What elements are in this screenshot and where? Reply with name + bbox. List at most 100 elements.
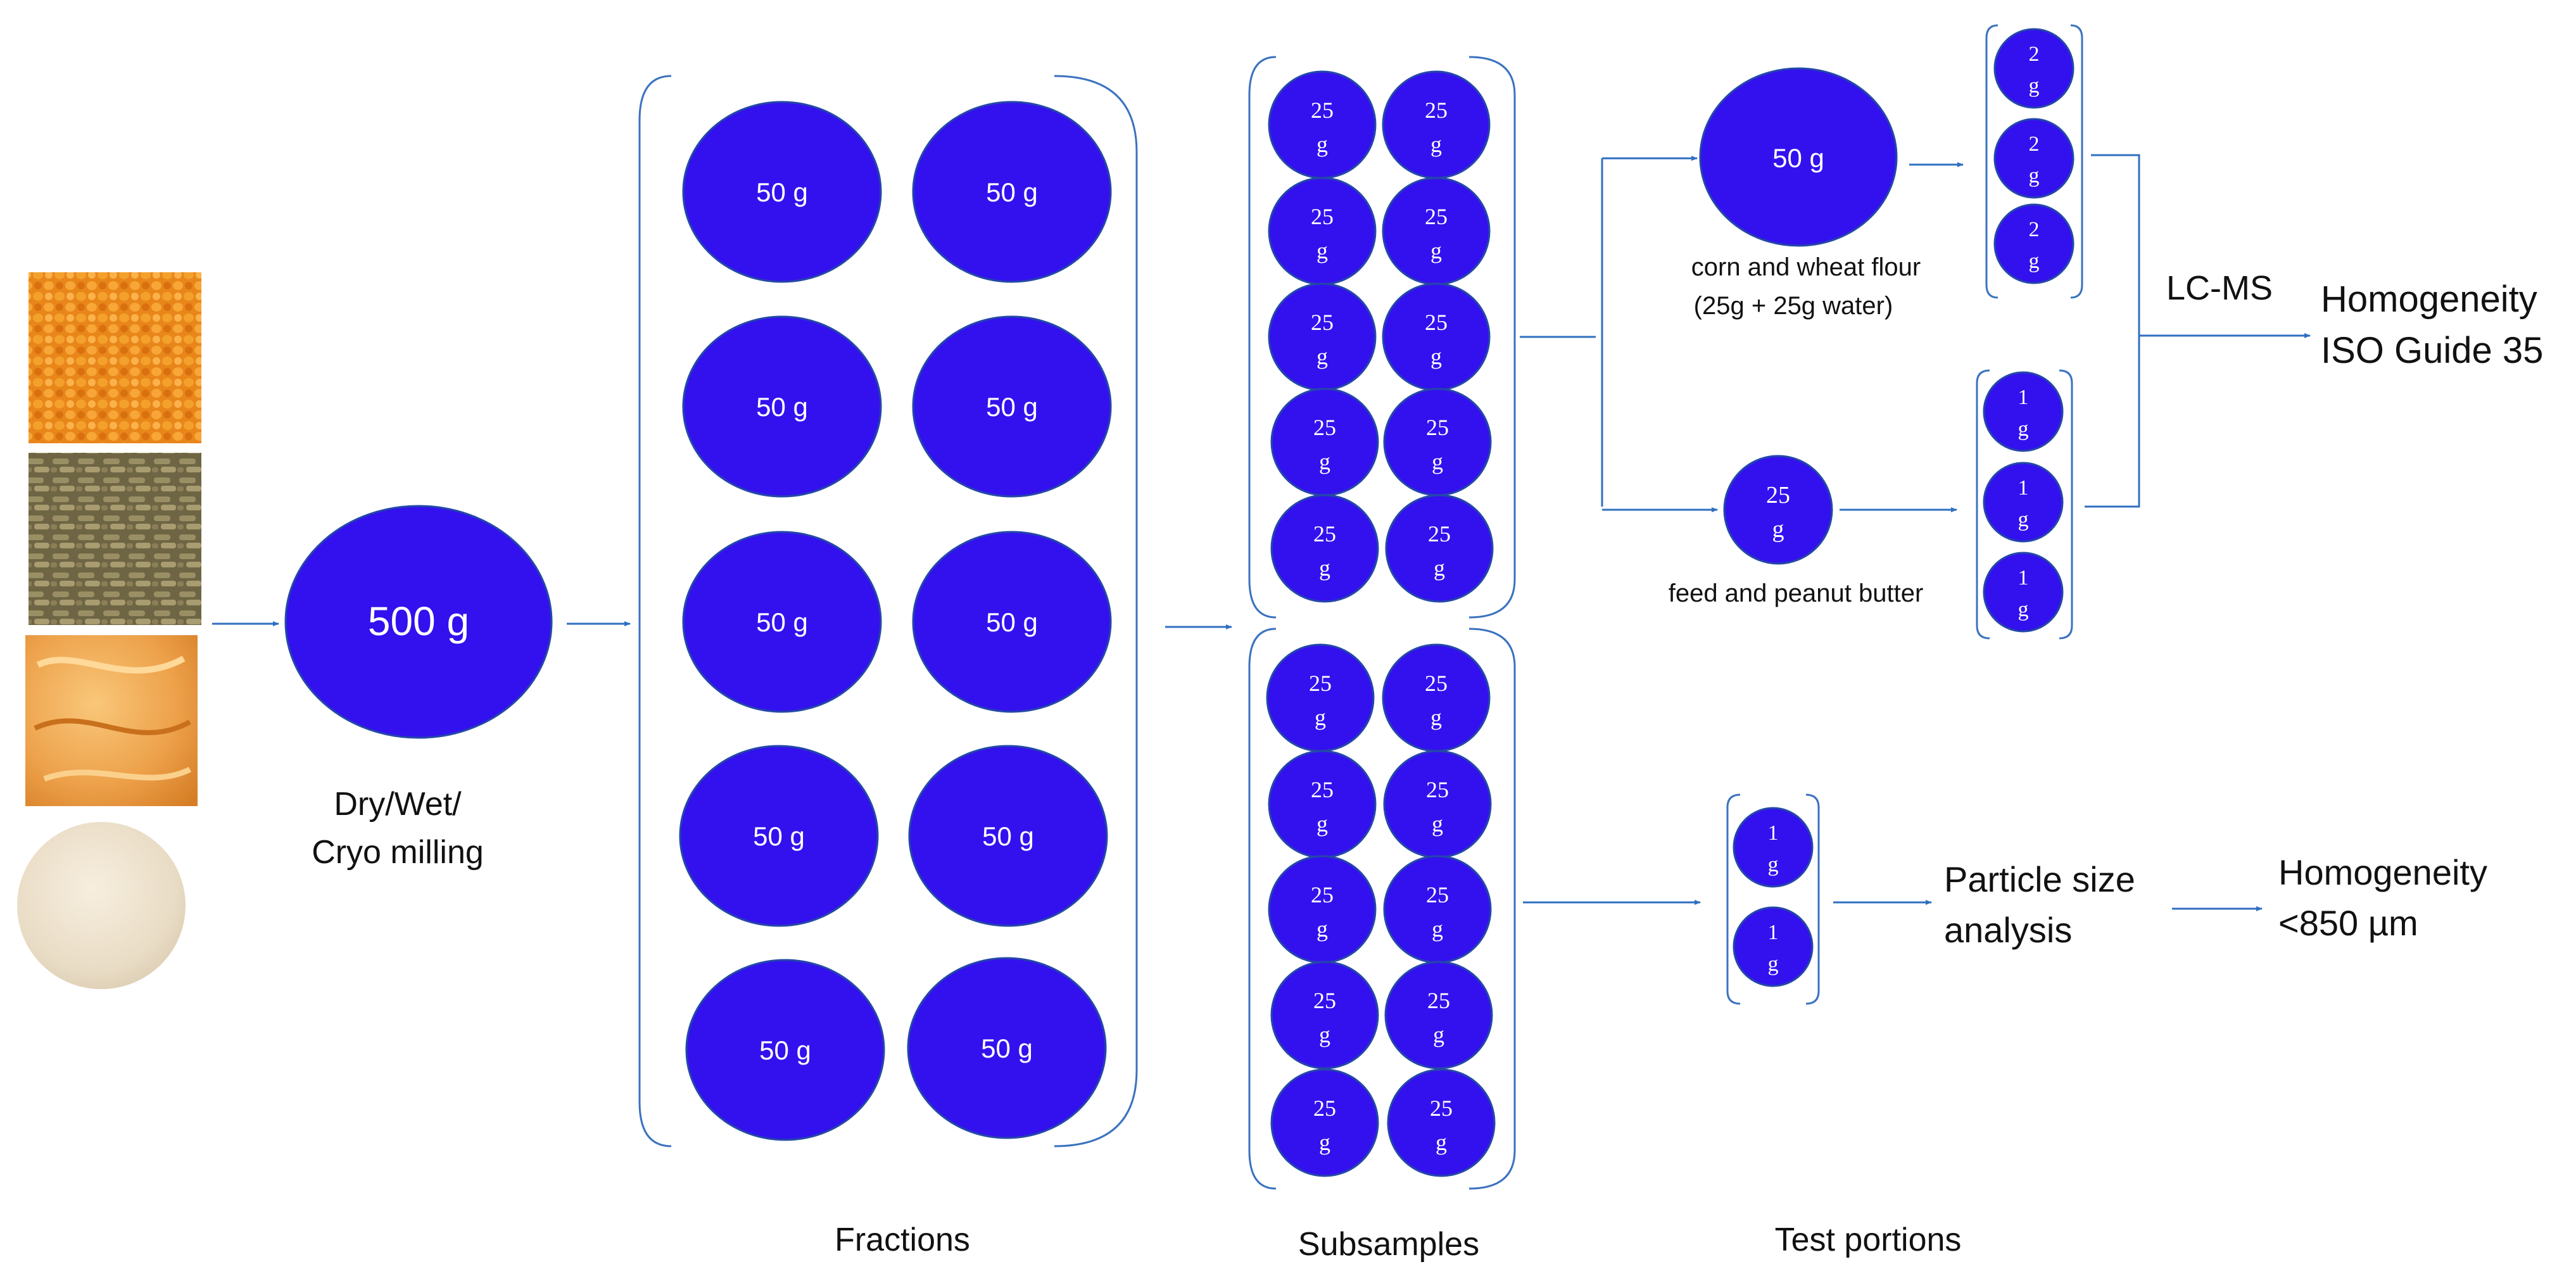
svg-text:1: 1	[1768, 821, 1779, 845]
subsample-item: 25 g	[1384, 961, 1493, 1070]
branch-b-value-bottom: g	[1772, 516, 1784, 543]
svg-text:25: 25	[1427, 988, 1450, 1013]
subsample-item: 25g	[1270, 961, 1379, 1070]
svg-text:g: g	[2029, 164, 2040, 187]
fraction-item: 50 g	[912, 101, 1112, 283]
particle-line1: Particle size	[1944, 859, 2135, 899]
subsample-item: 25 g	[1268, 177, 1377, 286]
subsample-top-bracket-right	[1468, 56, 1516, 619]
fractions-bracket-right	[1054, 75, 1138, 1147]
fractions-grid: 50 g 50 g 50 g 50 g 50 g 50 g 50 g 50 g	[679, 101, 1112, 1258]
svg-text:g: g	[1430, 238, 1442, 263]
svg-text:g: g	[2018, 598, 2029, 621]
svg-text:25: 25	[1430, 1096, 1453, 1121]
svg-text:g: g	[1430, 132, 1442, 157]
svg-text:50 g: 50 g	[756, 607, 808, 637]
sample-photos	[17, 272, 201, 989]
fraction-item: 50 g	[682, 531, 882, 713]
svg-text:25: 25	[1313, 1096, 1336, 1121]
subsample-item: 25g	[1382, 282, 1491, 391]
feed-pellets-photo	[28, 453, 201, 625]
subsamples-caption: Subsamples	[1298, 1226, 1479, 1263]
test-portion-item: 2g	[1993, 203, 2074, 284]
flour-photo	[17, 822, 186, 989]
svg-text:g: g	[1436, 1130, 1447, 1155]
test-portion-item: 2g	[1993, 118, 2074, 199]
peanut-butter-photo	[25, 635, 198, 806]
merge-from-a	[2091, 154, 2140, 336]
lcms-label: LC-MS	[2166, 269, 2273, 307]
svg-text:g: g	[1316, 344, 1328, 369]
fraction-item: 50 g	[908, 745, 1108, 927]
svg-text:25: 25	[1311, 204, 1334, 229]
branch-a-value: 50 g	[1772, 143, 1824, 173]
subsample-item: 25g	[1383, 388, 1492, 496]
test-portion-item: 1g	[1733, 807, 1814, 888]
test-portion-item: 1g	[1983, 552, 2064, 633]
svg-text:g: g	[2018, 508, 2029, 531]
svg-text:50 g: 50 g	[756, 177, 808, 207]
svg-text:g: g	[1316, 916, 1328, 942]
svg-text:25: 25	[1426, 415, 1449, 440]
fraction-item: 50 g	[682, 315, 882, 498]
svg-text:g: g	[1768, 952, 1779, 976]
subsamples-bottom-group: 25g 25g 25g 25g 25g 25g 25g 25g 25g 25g …	[1266, 643, 1496, 1263]
svg-text:g: g	[1433, 1022, 1444, 1047]
svg-text:25: 25	[1313, 415, 1336, 440]
start-sample: 500 g Dry/Wet/ Cryo milling	[284, 505, 553, 871]
subsample-bottom-bracket-left	[1248, 628, 1277, 1190]
subsample-item: 25g	[1268, 750, 1377, 859]
subsample-item: 25 g	[1266, 643, 1375, 752]
fraction-item: 50 g	[912, 531, 1112, 713]
flow-arrows	[212, 154, 2311, 911]
test-portion-item: 1g	[1733, 906, 1814, 987]
svg-text:g: g	[1432, 811, 1443, 837]
svg-text:g: g	[2029, 250, 2040, 273]
svg-text:50 g: 50 g	[756, 392, 808, 422]
result-a-line1: Homogeneity	[2321, 279, 2537, 320]
svg-text:g: g	[1430, 705, 1442, 730]
subsample-item: 25g	[1383, 855, 1492, 964]
svg-text:25: 25	[1309, 671, 1332, 696]
particle-branch: 1g 1g Particle size analysis Homogeneity…	[1733, 807, 2487, 987]
fractions-caption: Fractions	[835, 1222, 970, 1258]
brackets	[638, 24, 2083, 1190]
subsample-item: 25g	[1270, 1068, 1379, 1177]
result-a-line2: ISO Guide 35	[2321, 330, 2543, 371]
svg-text:25: 25	[1311, 98, 1334, 123]
svg-text:g: g	[1319, 449, 1330, 474]
svg-text:1: 1	[2018, 566, 2029, 590]
subsample-item: 25 g	[1268, 855, 1377, 964]
merge-from-b	[2085, 336, 2140, 508]
fraction-item: 50 g	[912, 315, 1112, 498]
subsample-item: 25 g	[1270, 388, 1379, 496]
branch-b-caption: feed and peanut butter	[1669, 579, 1924, 607]
start-caption-line1: Dry/Wet/	[334, 786, 462, 823]
svg-text:1: 1	[2018, 476, 2029, 500]
subsamples-top-group: 25g 25g 25g 25g 25g 25g 25g 25g 25g 25g	[1268, 70, 1494, 603]
svg-text:50 g: 50 g	[753, 821, 805, 851]
subsample-item: 25g	[1382, 70, 1491, 179]
svg-text:25: 25	[1425, 204, 1448, 229]
svg-text:50 g: 50 g	[986, 177, 1038, 207]
svg-text:25: 25	[1425, 671, 1448, 696]
subsample-item: 25 g	[1382, 643, 1491, 752]
branch-b-portions-bracket	[1976, 369, 2073, 640]
svg-text:g: g	[1316, 238, 1328, 263]
svg-text:g: g	[1315, 705, 1326, 730]
svg-text:25: 25	[1313, 521, 1336, 546]
start-circle	[284, 505, 553, 739]
subsample-item: 25g	[1385, 494, 1494, 603]
subsample-bottom-bracket-right	[1468, 628, 1516, 1190]
branch-a-portions-bracket	[1985, 24, 2083, 299]
svg-text:2: 2	[2029, 132, 2040, 156]
test-portions-caption: Test portions	[1775, 1222, 1962, 1258]
test-portion-item: 1g	[1983, 462, 2064, 543]
particle-portions-bracket	[1726, 793, 1820, 1005]
subsample-item: 25 g	[1387, 1068, 1496, 1177]
svg-text:2: 2	[2029, 218, 2040, 241]
test-portion-item: 1g	[1983, 371, 2064, 452]
svg-text:25: 25	[1311, 882, 1334, 907]
svg-text:25: 25	[1426, 882, 1449, 907]
svg-text:50 g: 50 g	[981, 1033, 1033, 1063]
